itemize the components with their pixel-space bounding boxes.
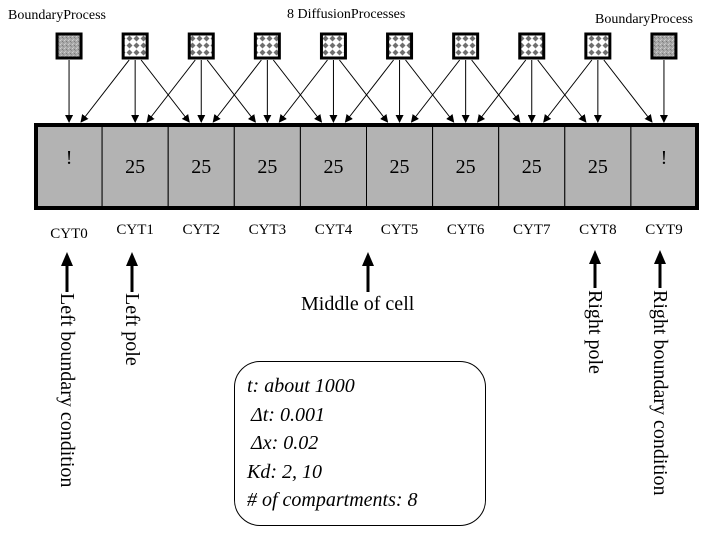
compartment-label: CYT3 [248, 222, 287, 238]
flux-arrow [339, 59, 389, 123]
compartment-label: CYT2 [182, 222, 221, 238]
middle-of-cell-label: Middle of cell [301, 293, 415, 315]
flux-arrow [140, 59, 190, 123]
flux-arrow [603, 59, 653, 123]
flux-arrow [537, 59, 587, 123]
compartment-value: 25 [257, 156, 278, 178]
flux-arrow [344, 59, 394, 123]
compartment-value: 25 [521, 156, 542, 178]
compartment-label: CYT6 [446, 222, 485, 238]
compartment-value: 25 [455, 156, 476, 178]
compartment-value: 25 [191, 156, 212, 178]
compartment-value: 25 [389, 156, 410, 178]
flux-arrow [206, 59, 256, 123]
parameters-box: t: about 1000 Δt: 0.001 Δx: 0.02 Kd: 2, … [234, 361, 486, 526]
flux-arrow [405, 59, 455, 123]
param-delta-x: Δx: 0.02 [251, 432, 319, 454]
diffusion-process-box [253, 32, 281, 60]
compartment-cell [299, 124, 367, 209]
param-kd: Kd: 2, 10 [247, 460, 322, 483]
diffusion-process-box [584, 32, 612, 60]
diffusion-process-box [518, 32, 546, 60]
compartment-value: 25 [125, 156, 146, 178]
boundary-process-box [650, 32, 678, 60]
compartment-label: CYT8 [579, 222, 617, 238]
flux-arrow [543, 59, 593, 123]
right-boundary-arrow [654, 250, 666, 288]
diffusion-process-box [187, 32, 215, 60]
flux-arrow [80, 59, 130, 123]
left-boundary-process-title: BoundaryProcess [8, 8, 106, 23]
diffusion-process-box [386, 32, 414, 60]
compartment-label: CYT7 [513, 222, 551, 238]
diffusion-processes-title: 8 DiffusionProcesses [287, 7, 406, 22]
compartment-cell [167, 124, 235, 209]
compartment-label: CYT5 [380, 222, 419, 238]
compartment-value: ! [660, 147, 668, 169]
diffusion-process-box [452, 32, 480, 60]
compartment-value: 25 [587, 156, 608, 178]
compartment-label: CYT0 [50, 226, 88, 242]
compartment-label: CYT4 [314, 222, 353, 238]
param-delta-t: Δt: 0.001 [251, 403, 325, 426]
compartment-cell [233, 124, 301, 209]
left-boundary-label: Left boundary condition [56, 293, 78, 488]
right-pole-arrow [589, 250, 601, 288]
diffusion-process-box [319, 32, 347, 60]
left-boundary-arrow [61, 252, 73, 292]
compartment-strip-outline [34, 123, 699, 210]
flux-arrow [471, 59, 521, 123]
compartment-cell [564, 124, 632, 209]
compartment-cell [35, 124, 103, 209]
param-time: t: about 1000 [247, 375, 355, 397]
compartment-cell [630, 124, 698, 209]
diffusion-process-box [121, 32, 149, 60]
compartment-label: CYT1 [116, 222, 154, 238]
compartment-cell [101, 124, 169, 209]
right-boundary-label: Right boundary condition [649, 290, 671, 496]
flux-arrow [272, 59, 323, 123]
compartment-label: CYT9 [645, 222, 683, 238]
right-pole-label: Right pole [584, 290, 606, 374]
compartment-value: 25 [323, 156, 344, 178]
flux-arrow [146, 59, 196, 123]
flux-arrow [410, 59, 461, 123]
compartment-value: ! [65, 147, 73, 169]
compartment-cell [498, 124, 566, 209]
flux-arrow [477, 59, 527, 123]
compartment-cell [366, 124, 434, 209]
left-pole-arrow [126, 252, 138, 292]
flux-arrow [278, 59, 328, 123]
middle-arrow [362, 252, 374, 292]
left-pole-label: Left pole [121, 293, 143, 366]
param-compartments: # of compartments: 8 [247, 489, 418, 511]
right-boundary-process-title: BoundaryProcess [595, 12, 693, 27]
flux-arrow [212, 59, 262, 123]
boundary-process-box [55, 32, 83, 60]
